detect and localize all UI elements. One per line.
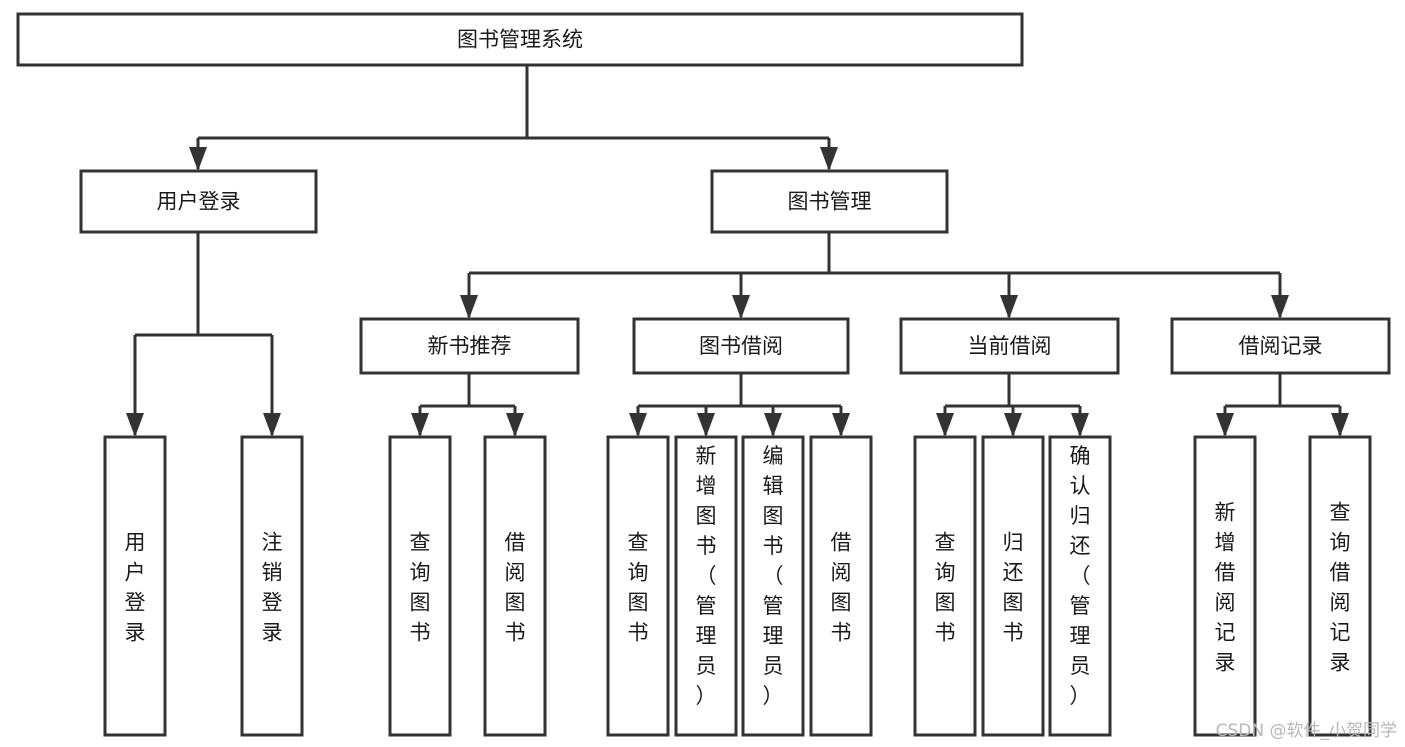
node-box[interactable] [632,317,850,375]
leaf-node-leaf-query-book-1[interactable]: 查询图书 [388,435,452,737]
node-label: 借阅图书 [505,530,526,644]
node-label: 用户登录 [125,530,146,644]
level2-node-user-login[interactable]: 用户登录 [79,169,318,234]
node-box[interactable] [741,435,805,737]
node-box[interactable] [809,435,873,737]
node-label: 查询图书 [628,530,649,644]
node-box[interactable] [899,317,1120,375]
arrow-head-icon [1004,413,1022,437]
node-label: 查询图书 [935,530,956,644]
arrow-head-icon [1331,413,1349,437]
node-box[interactable] [359,317,580,375]
arrow-head-icon [506,413,524,437]
node-box[interactable] [710,169,949,234]
connector-conn-borrow-record-bus [1216,373,1349,437]
node-layer: 图书管理系统用户登录图书管理新书推荐图书借阅当前借阅借阅记录用户登录注销登录查询… [16,12,1391,737]
node-box[interactable] [1170,317,1391,375]
arrow-head-icon [263,413,281,437]
leaf-node-leaf-borrow-book-1[interactable]: 借阅图书 [483,435,547,737]
arrow-head-icon [832,413,850,437]
arrow-head-icon [1216,413,1234,437]
arrow-head-icon [629,413,647,437]
level3-node-current-borrow[interactable]: 当前借阅 [899,317,1120,375]
node-label: 归还图书 [1003,530,1024,644]
connector-conn-user-login-bus [126,232,281,437]
connector-layer [126,65,1349,437]
level2-node-book-management[interactable]: 图书管理 [710,169,949,234]
node-box[interactable] [1048,435,1112,737]
arrow-head-icon [732,295,750,319]
node-box[interactable] [913,435,977,737]
leaf-node-leaf-query-book-2[interactable]: 查询图书 [606,435,670,737]
leaf-node-leaf-query-book-3[interactable]: 查询图书 [913,435,977,737]
node-label: 确认归还（管理员） [1070,444,1091,708]
node-label: 图书管理 [788,190,872,214]
watermark-label: CSDN @软件_小贺同学 [1215,721,1397,741]
arrow-head-icon [1271,295,1289,319]
node-label: 新书推荐 [428,334,512,358]
node-box[interactable] [674,435,738,737]
node-box[interactable] [1308,435,1372,737]
connector-conn-new-book-bus [411,373,524,437]
arrow-head-icon [1000,295,1018,319]
arrow-head-icon [126,413,144,437]
node-label: 编辑图书（管理员） [763,444,784,708]
node-box[interactable] [1193,435,1257,737]
level3-node-book-borrow[interactable]: 图书借阅 [632,317,850,375]
leaf-node-leaf-add-book-admin[interactable]: 新增图书（管理员） [674,435,738,737]
leaf-node-leaf-logout[interactable]: 注销登录 [240,435,304,737]
node-label: 当前借阅 [968,334,1052,358]
node-box[interactable] [388,435,452,737]
leaf-node-leaf-confirm-return-admin[interactable]: 确认归还（管理员） [1048,435,1112,737]
arrow-head-icon [764,413,782,437]
node-label: 注销登录 [262,530,283,644]
node-box[interactable] [16,12,1024,67]
root-node-root[interactable]: 图书管理系统 [16,12,1024,67]
arrow-head-icon [1071,413,1089,437]
leaf-node-leaf-borrow-book-2[interactable]: 借阅图书 [809,435,873,737]
node-label: 查询借阅记录 [1330,500,1351,674]
leaf-node-leaf-edit-book-admin[interactable]: 编辑图书（管理员） [741,435,805,737]
node-label: 借阅图书 [831,530,852,644]
node-label: 用户登录 [157,190,241,214]
arrow-head-icon [460,295,478,319]
arrow-head-icon [189,147,207,171]
connector-conn-book-borrow-bus [629,373,850,437]
node-box[interactable] [483,435,547,737]
connector-conn-root-bus [189,65,838,171]
node-label: 借阅记录 [1239,334,1323,358]
node-label: 图书管理系统 [457,28,583,52]
node-box[interactable] [240,435,304,737]
level3-node-borrow-record[interactable]: 借阅记录 [1170,317,1391,375]
node-box[interactable] [981,435,1045,737]
arrow-head-icon [820,147,838,171]
leaf-node-leaf-query-borrow-record[interactable]: 查询借阅记录 [1308,435,1372,737]
connector-conn-current-borrow-bus [936,373,1089,437]
leaf-node-leaf-add-borrow-record[interactable]: 新增借阅记录 [1193,435,1257,737]
leaf-node-leaf-user-login[interactable]: 用户登录 [103,435,167,737]
node-box[interactable] [79,169,318,234]
leaf-node-leaf-return-book[interactable]: 归还图书 [981,435,1045,737]
arrow-head-icon [697,413,715,437]
node-label: 查询图书 [410,530,431,644]
node-label: 新增图书（管理员） [696,444,717,708]
node-label: 图书借阅 [699,334,783,358]
node-box[interactable] [103,435,167,737]
arrow-head-icon [411,413,429,437]
level3-node-new-book-recommend[interactable]: 新书推荐 [359,317,580,375]
arrow-head-icon [936,413,954,437]
connector-conn-book-management-bus [460,232,1289,319]
node-box[interactable] [606,435,670,737]
node-label: 新增借阅记录 [1215,500,1236,674]
